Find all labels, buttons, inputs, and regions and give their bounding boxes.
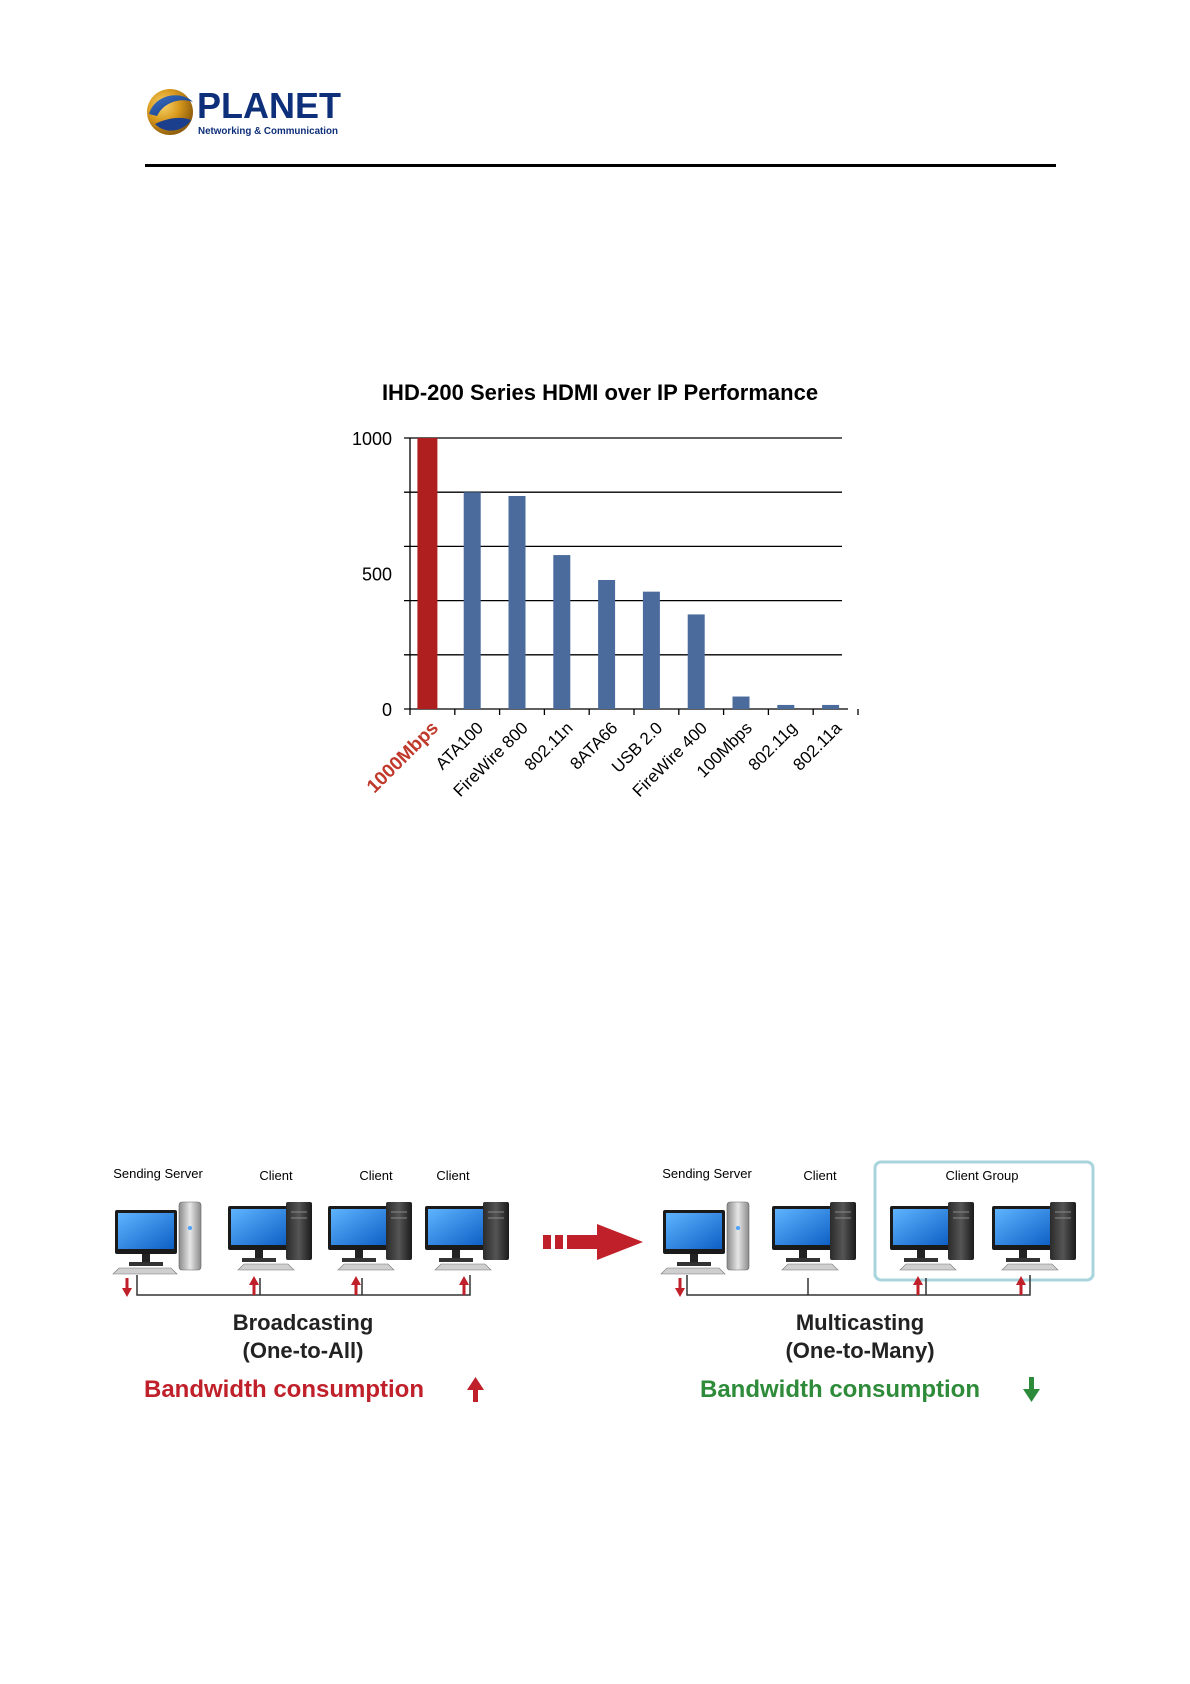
bandwidth-down-icon (1023, 1377, 1040, 1402)
up-arrow-icon (913, 1276, 923, 1295)
bar-802-11g (777, 704, 795, 709)
bar-8ata66 (598, 580, 616, 709)
bar-firewire-800 (508, 495, 526, 709)
multicast-bandwidth-label: Bandwidth consumption (700, 1376, 980, 1403)
client-label: Client (359, 1168, 393, 1183)
globe-icon (147, 89, 193, 135)
broadcast-bandwidth-label: Bandwidth consumption (144, 1376, 424, 1403)
client-computer-icon (425, 1202, 509, 1271)
client-group-box (873, 1160, 1095, 1282)
client-label: Client (436, 1168, 470, 1183)
client-computer-icon (890, 1202, 974, 1271)
down-arrow-icon (675, 1278, 685, 1297)
client-group-label: Client Group (946, 1168, 1019, 1183)
bar-802-11n (553, 555, 571, 709)
bar-802-11a (822, 704, 840, 709)
sending-server-label: Sending Server (662, 1166, 752, 1181)
x-tick-label: 1000Mbps (363, 718, 443, 798)
up-arrow-icon (249, 1276, 259, 1295)
x-tick-label: 802.11n (521, 718, 577, 774)
broadcasting-title: Broadcasting (233, 1310, 374, 1335)
up-arrow-icon (351, 1276, 361, 1295)
multicasting-title: Multicasting (796, 1310, 924, 1335)
bar-ata100 (463, 492, 481, 709)
up-arrow-icon (1016, 1276, 1026, 1295)
bar-firewire-400 (687, 614, 705, 709)
client-computer-icon (772, 1202, 856, 1271)
x-tick-label: 802.11g (745, 718, 801, 774)
sending-server-label: Sending Server (113, 1166, 203, 1181)
client-label: Client (259, 1168, 293, 1183)
brand-name: PLANET (197, 85, 341, 126)
bandwidth-up-icon (467, 1377, 484, 1402)
broadcasting-subtitle: (One-to-All) (243, 1338, 364, 1363)
sending-server-icon (112, 1201, 202, 1275)
client-computer-icon (228, 1202, 312, 1271)
bar-100mbps (732, 696, 750, 709)
y-tick-label: 500 (362, 565, 392, 585)
transition-arrow (543, 1224, 643, 1260)
bar-1000mbps (417, 438, 438, 709)
bar-usb-2-0 (642, 591, 660, 709)
header-divider (145, 164, 1056, 167)
chart-title: IHD-200 Series HDMI over IP Performance (382, 380, 818, 405)
y-tick-label: 0 (382, 700, 392, 720)
x-tick-label: 802.11a (789, 718, 845, 774)
down-arrow-icon (122, 1278, 132, 1297)
client-computer-icon (992, 1202, 1076, 1271)
performance-chart: IHD-200 Series HDMI over IP Performance … (330, 370, 890, 840)
network-line (136, 1275, 471, 1296)
sending-server-icon (660, 1201, 750, 1275)
network-line (686, 1275, 1031, 1296)
client-computer-icon (328, 1202, 412, 1271)
y-tick-label: 1000 (352, 429, 392, 449)
client-label: Client (803, 1168, 837, 1183)
multicasting-subtitle: (One-to-Many) (785, 1338, 934, 1363)
up-arrow-icon (459, 1276, 469, 1295)
brand-tagline: Networking & Communication (198, 125, 338, 137)
planet-logo: PLANET Networking & Communication (145, 84, 345, 140)
